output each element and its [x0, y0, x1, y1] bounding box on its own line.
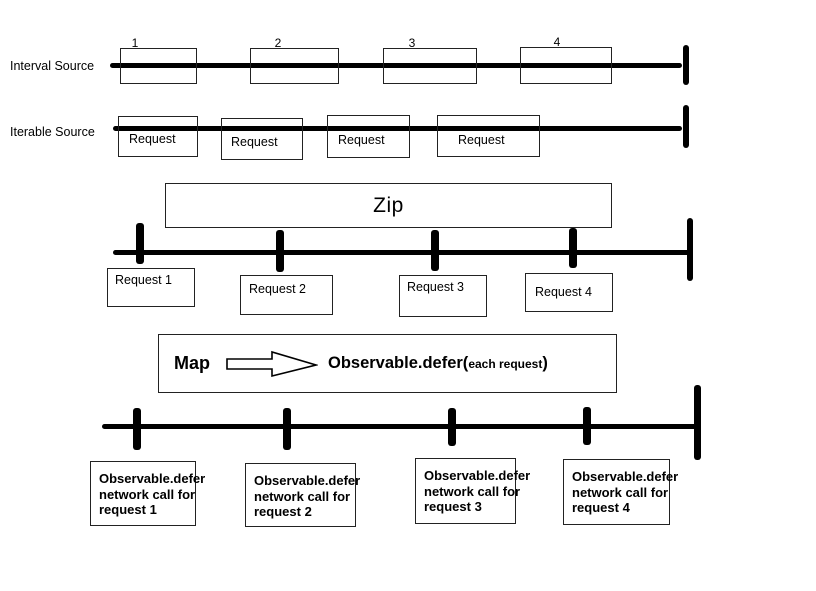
- deferred-event-line: Observable.defer: [99, 471, 206, 486]
- interval-event-number: 1: [131, 36, 139, 50]
- deferred-event-line: request 3: [424, 499, 482, 514]
- block-arrow-right-icon: [226, 350, 318, 377]
- zip-operator-box: Zip: [165, 183, 612, 228]
- deferred-event-line: Observable.defer: [572, 469, 679, 484]
- deferred-tick-mark: [133, 408, 141, 450]
- zipped-event-box: Request 3: [399, 275, 487, 317]
- deferred-event-line: Observable.defer: [424, 468, 531, 483]
- iterable-event-box: Request: [118, 116, 198, 157]
- zipped-event-box: Request 1: [107, 268, 195, 307]
- interval-event-box: [250, 48, 339, 84]
- deferred-event-line: request 1: [99, 502, 157, 517]
- map-operator-box: Map Observable.defer(each request): [158, 334, 617, 393]
- iterable-event-box: Request: [327, 115, 410, 158]
- iterable-terminal-bar: [683, 105, 689, 148]
- deferred-event-box: Observable.defer network call for reques…: [245, 463, 361, 527]
- interval-terminal-bar: [683, 45, 689, 85]
- interval-event-number: 4: [553, 35, 561, 49]
- zip-tick-mark: [569, 228, 577, 268]
- iterable-timeline: [113, 126, 682, 131]
- deferred-tick-mark: [283, 408, 291, 450]
- deferred-timeline: [102, 424, 700, 429]
- deferred-event-line: network call for: [424, 483, 521, 499]
- deferred-tick-mark: [448, 408, 456, 446]
- zipped-event-box: Request 4: [525, 273, 613, 312]
- deferred-event-line: network call for: [99, 486, 196, 502]
- defer-call-close: ): [542, 354, 548, 372]
- deferred-event-box: Observable.defer network call for reques…: [90, 461, 206, 526]
- map-operator-label: Map: [174, 353, 210, 373]
- deferred-event-box: Observable.defer network call for reques…: [415, 458, 531, 524]
- iterable-event-box: Request: [437, 115, 540, 157]
- defer-call-text: Observable.defer(: [328, 354, 469, 372]
- iterable-event-box: Request: [221, 118, 303, 160]
- interval-event-box: [383, 48, 477, 84]
- defer-call-argument: each request: [468, 357, 543, 371]
- interval-timeline: [110, 63, 682, 68]
- zip-tick-mark: [431, 230, 439, 271]
- deferred-event-box: Observable.defer network call for reques…: [563, 459, 679, 525]
- zip-tick-mark: [136, 223, 144, 264]
- deferred-terminal-bar: [694, 385, 701, 460]
- deferred-tick-mark: [583, 407, 591, 445]
- interval-event-number: 2: [274, 36, 282, 50]
- interval-event-box: [520, 47, 612, 84]
- map-result-text: Observable.defer(each request): [328, 354, 548, 373]
- deferred-event-line: request 2: [254, 504, 312, 519]
- deferred-event-line: Observable.defer: [254, 473, 361, 488]
- iterable-source-label: Iterable Source: [10, 125, 95, 139]
- zip-tick-mark: [276, 230, 284, 272]
- deferred-event-line: network call for: [254, 488, 351, 504]
- zip-timeline: [113, 250, 690, 255]
- zip-operator-label: Zip: [373, 193, 404, 217]
- deferred-event-line: request 4: [572, 500, 630, 515]
- zipped-event-box: Request 2: [240, 275, 333, 315]
- interval-event-box: [120, 48, 197, 84]
- interval-source-label: Interval Source: [10, 59, 95, 73]
- zip-terminal-bar: [687, 218, 693, 281]
- deferred-event-line: network call for: [572, 484, 669, 500]
- interval-event-number: 3: [408, 36, 416, 50]
